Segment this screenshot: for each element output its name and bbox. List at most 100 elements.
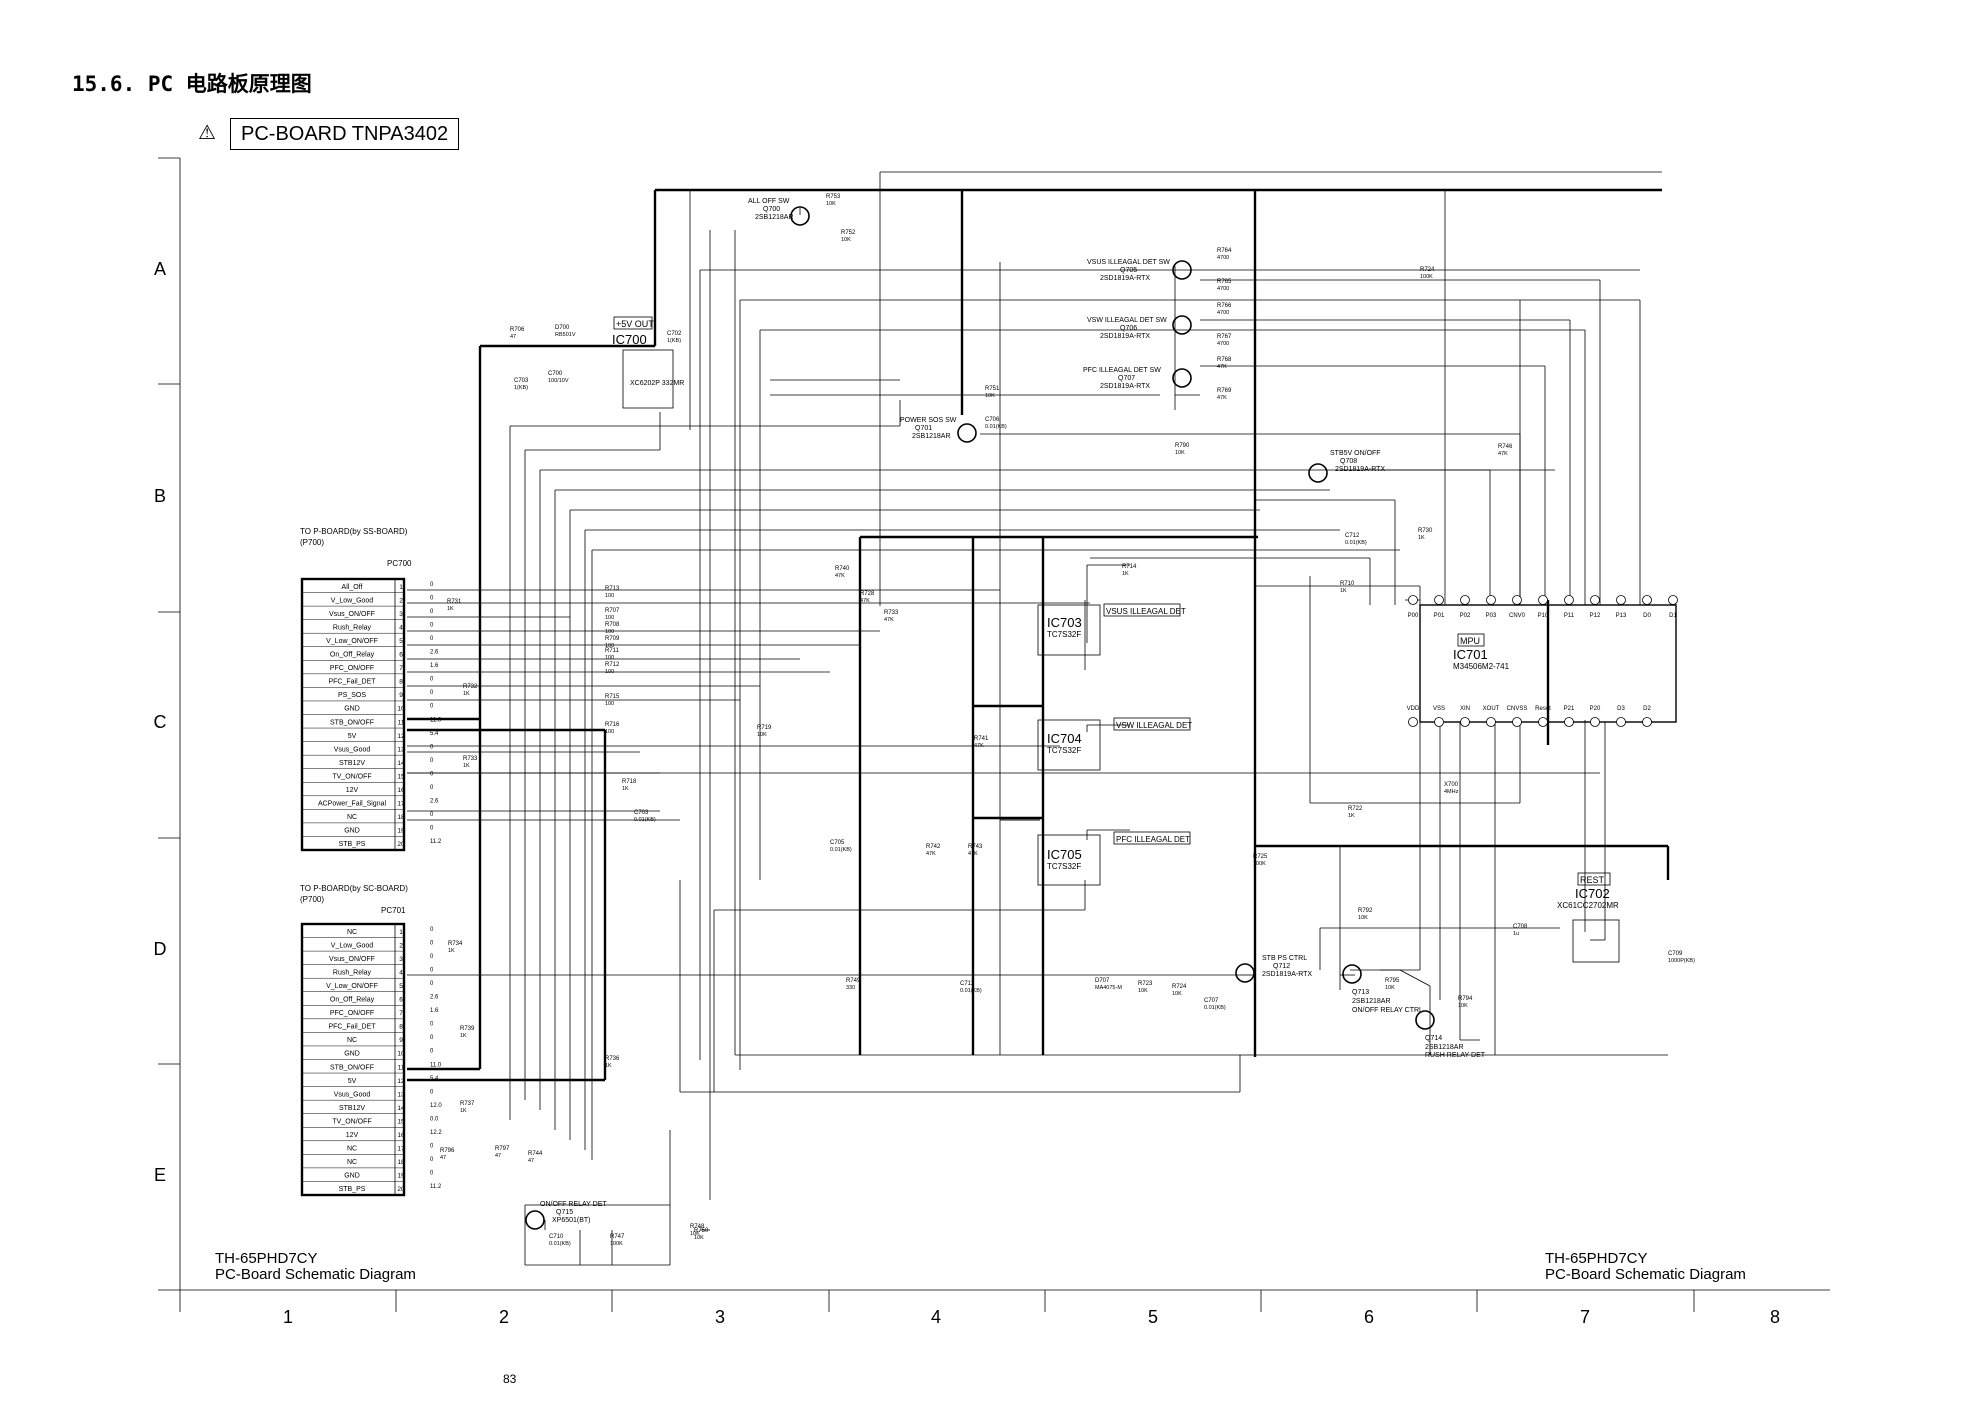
pc700-pin-voltage: 5.4 [430,731,439,737]
q708-part: 2SD1819A-RTX [1335,466,1385,473]
part-ref: C710 [549,1234,564,1240]
part-ref: R736 [605,1056,620,1062]
ic701-pin-pad [1538,717,1548,727]
pc700-pin-voltage: 0 [430,690,434,696]
pc700-pin-number: 13 [397,746,405,753]
pc700-pin-voltage: 0 [430,609,434,615]
part-value: 10K [1385,985,1395,991]
part-value: 47K [968,851,978,857]
pc700-pin-name: V_Low_Good [331,597,374,604]
ic701-top-pin: P03 [1486,613,1497,619]
pc701-pin-voltage: 12.2 [430,1130,442,1136]
part-value: 100K [1253,861,1266,867]
pc701-pin-voltage: 11.2 [430,1184,442,1190]
ic700-tag: +5V OUT [616,319,654,329]
pc701-pin-number: 8 [399,1024,403,1031]
part-value: 1K [622,786,629,792]
ic701-pin-pad [1434,595,1444,605]
part-ref: C706 [985,417,1000,423]
part-ref: R797 [495,1146,510,1152]
pc700-pin-name: PFC_Fail_DET [328,679,376,686]
part-value: 1K [448,948,455,954]
pc700-pin-number: 10 [397,706,405,713]
part-ref: R722 [1348,806,1363,812]
pc701-pin-name: STB_ON/OFF [330,1064,374,1071]
ic701-part: M34506M2-741 [1453,662,1510,671]
pc701-pin-name: TV_ON/OFF [332,1118,371,1125]
part-value: 10K [690,1231,700,1237]
ic704-part: TC7S32F [1047,746,1081,755]
footer-left-caption: PC-Board Schematic Diagram [215,1266,416,1283]
q701-part: 2SB1218AR [912,433,951,440]
ic703-part: TC7S32F [1047,630,1081,639]
ic701-tag: MPU [1460,636,1480,646]
part-value: 10K [985,393,995,399]
pc701-pin-name: STB_PS [339,1186,366,1193]
transistor-symbols [525,206,1435,1230]
q706-label: VSW ILLEAGAL DET SW [1087,317,1167,324]
ic703-tag: VSUS ILLEAGAL DET [1106,607,1186,616]
pc701-pin-voltage: 11.0 [430,1062,442,1068]
ic701-bottom-pin: XOUT [1483,706,1500,712]
part-value: 1(KB) [514,385,528,391]
pc700-pin-name: TV_ON/OFF [332,773,371,780]
ic701-bottom-pin: CNVSS [1507,706,1528,712]
part-ref: C705 [830,840,845,846]
part-ref: R737 [460,1101,475,1107]
pc700-pin-number: 8 [399,679,403,686]
pc701-title: TO P-BOARD(by SC-BOARD) [300,884,408,893]
pc701-pin-number: 12 [397,1078,405,1085]
schematic-wiring [158,157,1830,1312]
pc701-pin-number: 10 [397,1051,405,1058]
part-value: 0.01(KB) [1204,1005,1226,1011]
ic703-ref: IC703 [1047,615,1082,630]
pc700-pin-voltage: 0 [430,771,434,777]
part-ref: X700 [1444,782,1459,788]
pc701-pin-number: 7 [399,1010,403,1017]
ic701-bottom-pin: VSS [1433,706,1445,712]
part-value: 47 [495,1153,501,1159]
pc701-pin-number: 2 [399,942,403,949]
pc701-pin-voltage: 0 [430,940,434,946]
part-value: 1K [1348,813,1355,819]
part-value: 47K [1498,451,1508,457]
q712-ref: Q712 [1273,963,1290,970]
pc701-pin-voltage: 0 [430,1144,434,1150]
part-ref: R747 [610,1234,625,1240]
part-ref: C700 [548,371,563,377]
pc701-pin-name: NC [347,929,357,936]
q714-part: 2SB1218AR [1425,1044,1464,1051]
pc700-pin-number: 17 [397,801,405,808]
q713-part: 2SB1218AR [1352,998,1391,1005]
part-value: 4MHz [1444,789,1459,795]
pc700-pin-name: STB_ON/OFF [330,719,374,726]
q705-part: 2SD1819A-RTX [1100,275,1150,282]
part-ref: R753 [826,194,841,200]
part-value: 100 [605,593,614,599]
q708-ref: Q708 [1340,458,1357,465]
pc701-pin-name: PFC_ON/OFF [330,1010,374,1017]
column-label: 8 [1770,1307,1780,1327]
part-value: 47K [860,598,870,604]
part-ref: R767 [1217,334,1232,340]
part-ref: R741 [974,736,989,742]
part-value: 10K [1175,450,1185,456]
part-ref: R718 [622,779,637,785]
part-value: 47K [884,617,894,623]
pc700-pin-voltage: 0 [430,582,434,588]
ic701-pin-pad [1512,717,1522,727]
part-ref: R743 [968,844,983,850]
warning-triangle-icon: ⚠ [198,120,216,144]
part-ref: R748 [690,1224,705,1230]
part-ref: R769 [1217,388,1232,394]
part-ref: R719 [757,725,772,731]
pc701-pin-number: 14 [397,1105,405,1112]
q707-part: 2SD1819A-RTX [1100,383,1150,390]
pc700-pin-voltage: 0 [430,785,434,791]
ic701-top-pin: P01 [1434,613,1445,619]
part-value: 4700 [1217,255,1229,261]
part-value: 1000P(KB) [1668,958,1695,964]
pc700-pin-name: All_Off [342,584,363,591]
ic701-bottom-pin: XIN [1460,706,1470,712]
